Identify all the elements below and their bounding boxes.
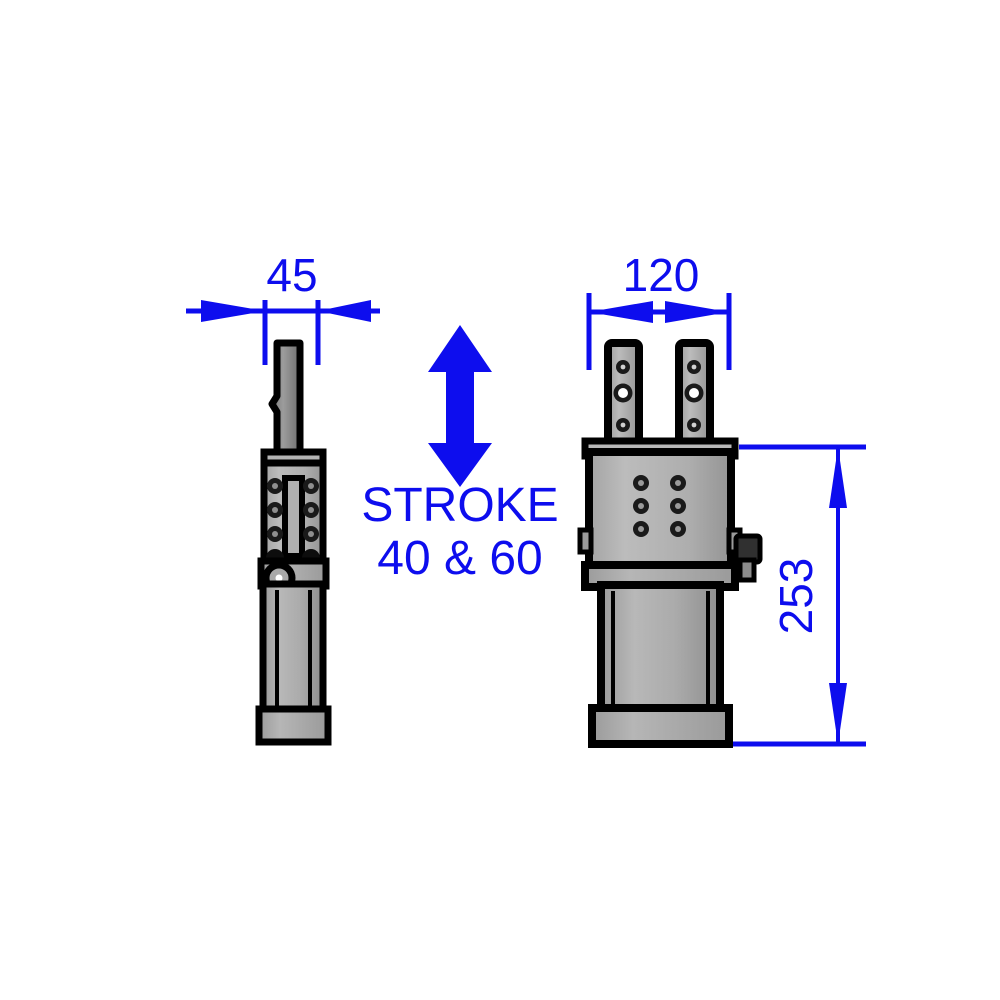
dimension-45-arrow-right — [318, 300, 371, 322]
side-body-guide-channel — [282, 475, 305, 559]
front-body-lug-left — [577, 527, 594, 555]
dimension-253-value: 253 — [770, 558, 822, 635]
dimension-253-group: 253 — [733, 444, 866, 747]
side-cylinder-barrel — [259, 580, 327, 716]
front-hole-c1-r1-bore — [638, 480, 644, 486]
side-view-group — [255, 339, 332, 746]
front-jaw-left-hole-bottom-bore — [620, 422, 626, 428]
dimension-45-value: 45 — [266, 249, 317, 301]
front-jaw-right-hole-top-bore — [691, 364, 697, 370]
side-view-jaw — [268, 339, 304, 459]
stroke-label: STROKE — [361, 479, 558, 532]
side-port-bore — [275, 574, 283, 582]
front-jaw-right-hole-mid-bore — [689, 388, 699, 398]
jaw-edge-profile — [268, 339, 304, 459]
stroke-double-arrow-icon — [428, 325, 492, 487]
side-hole-r3-bore — [308, 531, 314, 537]
front-view-group — [577, 339, 763, 748]
dimension-45-arrow-left — [201, 300, 265, 322]
front-body-block — [585, 448, 735, 572]
side-hole-l2-bore — [272, 507, 278, 513]
dimension-120-arrow-right — [665, 301, 729, 323]
front-hole-c2-r3-bore — [675, 526, 681, 532]
dimension-253-arrow-bottom — [829, 683, 847, 744]
dimension-120-arrow-left — [589, 301, 653, 323]
front-hole-c2-r2-bore — [675, 503, 681, 509]
side-hole-l1-bore — [272, 483, 278, 489]
side-hole-l3-bore — [272, 531, 278, 537]
dimension-120-group: 120 — [586, 249, 732, 370]
front-cylinder-barrel — [597, 581, 724, 715]
front-base-plate — [588, 704, 733, 748]
front-jaw-left — [604, 339, 643, 449]
side-base-plate — [255, 705, 332, 746]
front-jaw-right-hole-bottom-bore — [691, 422, 697, 428]
stroke-values: 40 & 60 — [377, 532, 542, 585]
connector-stem — [737, 557, 757, 583]
front-connector-fitting — [733, 533, 763, 583]
stroke-annotation-group: STROKE 40 & 60 — [361, 325, 559, 585]
stroke-arrow-shape — [428, 325, 492, 487]
dimension-120-value: 120 — [623, 249, 700, 301]
front-jaw-left-hole-mid-bore — [618, 388, 628, 398]
side-hole-r2-bore — [308, 507, 314, 513]
dimension-253-arrow-top — [829, 447, 847, 508]
front-hole-c1-r2-bore — [638, 503, 644, 509]
front-jaw-right — [675, 339, 714, 449]
front-hole-c1-r3-bore — [638, 526, 644, 532]
dimension-45-group: 45 — [186, 249, 380, 365]
front-jaw-left-hole-top-bore — [620, 364, 626, 370]
side-hole-r1-bore — [308, 483, 314, 489]
front-hole-c2-r1-bore — [675, 480, 681, 486]
